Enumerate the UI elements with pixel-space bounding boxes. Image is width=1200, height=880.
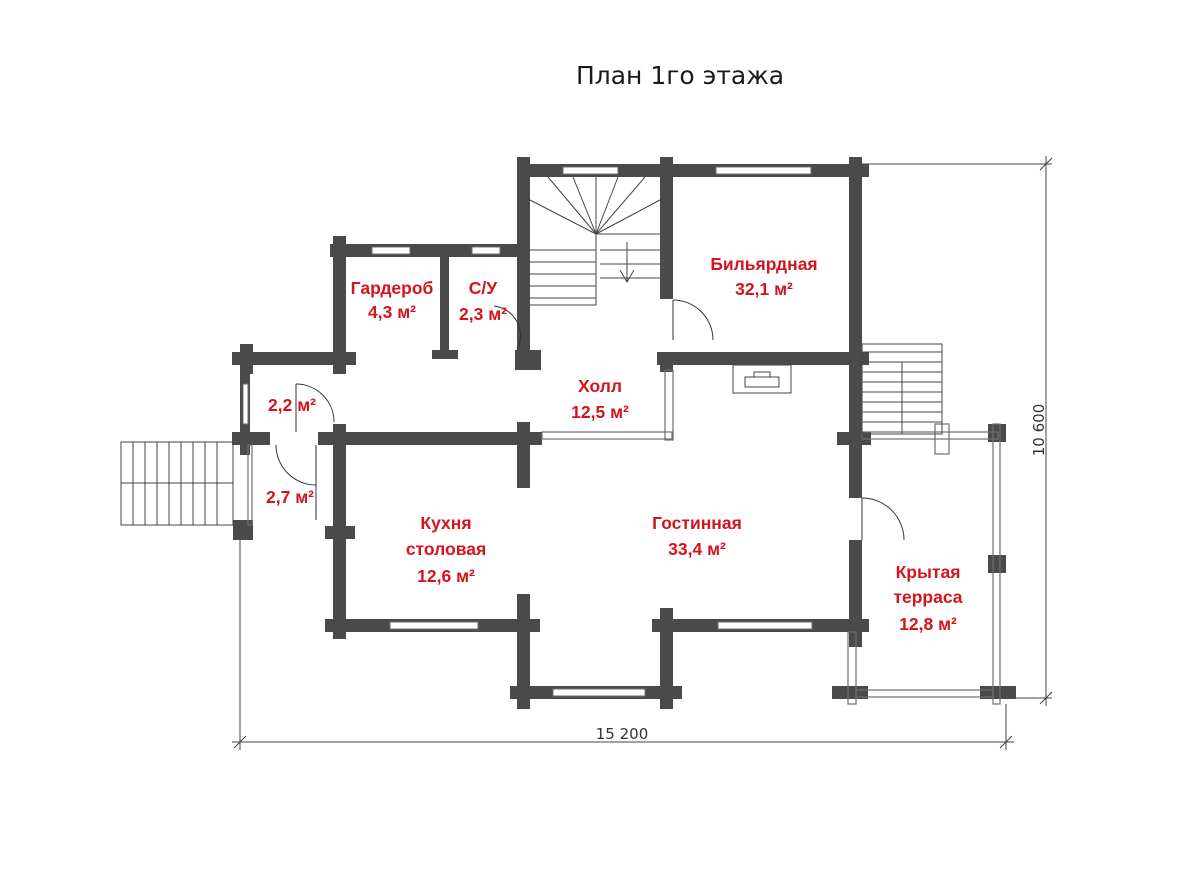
room-kitchen-area: 12,6 м² — [417, 566, 475, 586]
terrace-outline — [247, 369, 1001, 705]
room-kitchen-name-1: Кухня — [420, 513, 471, 533]
room-terrace-name-1: Крытая — [896, 562, 961, 582]
room-terrace-name-2: терраса — [893, 587, 962, 607]
fireplace — [732, 364, 792, 394]
room-wardrobe-name: Гардероб — [351, 278, 434, 298]
dimension-width-label: 15 200 — [596, 725, 649, 743]
room-living-area: 33,4 м² — [668, 539, 726, 559]
room-billiard-area: 32,1 м² — [735, 279, 793, 299]
room-hall-name: Холл — [578, 376, 622, 396]
room-billiard-name: Бильярдная — [710, 254, 817, 274]
room-terrace-area: 12,8 м² — [899, 614, 957, 634]
dimension-width — [232, 540, 1014, 750]
doors — [275, 299, 905, 541]
room-hall-area: 12,5 м² — [571, 402, 629, 422]
plan-title: План 1го этажа — [576, 61, 784, 90]
dimension-height — [862, 156, 1053, 706]
room-wardrobe-area: 4,3 м² — [368, 302, 416, 322]
room-living-name: Гостинная — [652, 513, 742, 533]
stairs-terrace — [861, 343, 943, 435]
windows — [242, 166, 813, 697]
room-wc-area: 2,3 м² — [459, 304, 507, 324]
room-vestibule-lower-area: 2,7 м² — [266, 487, 314, 507]
room-vestibule-upper-area: 2,2 м² — [268, 395, 316, 415]
stairs-main — [529, 176, 661, 306]
room-wc-name: С/У — [469, 278, 499, 298]
stairs-entry — [120, 441, 234, 526]
dimension-height-label: 10 600 — [1030, 404, 1048, 457]
room-kitchen-name-2: столовая — [406, 539, 486, 559]
